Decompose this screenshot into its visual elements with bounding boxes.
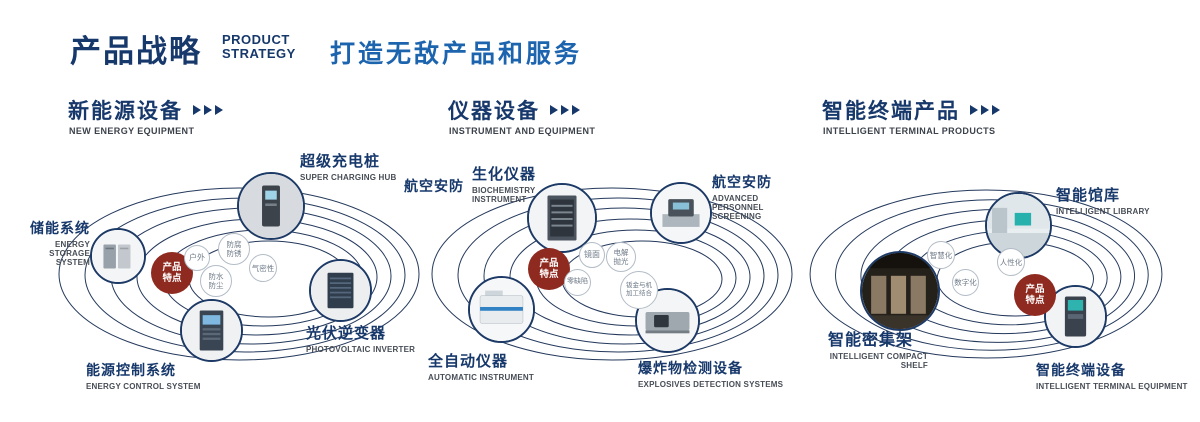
section-intelligent-title: 智能终端产品: [822, 95, 1003, 125]
label-terminal-equipment: 智能终端设备 INTELLIGENT TERMINAL EQUIPMENT: [1036, 362, 1188, 391]
bubble-electropolish: 电解抛光: [606, 242, 636, 272]
feature-badge-text: 产品特点: [1025, 283, 1045, 306]
bubble-anticorrosion: 防腐防锈: [218, 233, 250, 265]
page-title-english: PRODUCT STRATEGY: [222, 33, 296, 61]
section-instrument-title-text: 仪器设备: [448, 100, 540, 123]
bubble-outdoor: 户外: [184, 245, 210, 271]
label-energy-control: 能源控制系统 ENERGY CONTROL SYSTEM: [86, 362, 201, 391]
label-automatic-instrument: 全自动仪器 AUTOMATIC INSTRUMENT: [428, 353, 534, 382]
label-super-charging: 超级充电桩 SUPER CHARGING HUB: [300, 153, 397, 182]
node-energy-control-photo: [180, 299, 243, 362]
super-charging-image: [239, 174, 303, 238]
intelligent-library-image: [987, 194, 1050, 257]
page-title-english-line2: STRATEGY: [222, 46, 296, 61]
feature-badge-text: 产品特点: [162, 261, 182, 284]
automatic-instrument-image: [470, 278, 533, 341]
section-instrument-subtitle: INSTRUMENT AND EQUIPMENT: [449, 126, 596, 136]
node-energy-storage-photo: [90, 228, 146, 284]
node-super-charging-photo: [237, 172, 305, 240]
bubble-airtight: 气密性: [249, 254, 277, 282]
triple-arrow-icon: [193, 105, 226, 115]
triple-arrow-icon: [970, 105, 1003, 115]
feature-badge-intelligent: 产品特点: [1014, 274, 1056, 316]
pv-inverter-image: [311, 261, 370, 320]
feature-badge-text: 产品特点: [539, 257, 559, 280]
label-explosives-detection: 爆炸物检测设备 EXPLOSIVES DETECTION SYSTEMS: [638, 360, 784, 389]
label-biochemistry: 生化仪器 BIOCHEMISTRY INSTRUMENT: [472, 166, 537, 204]
label-compact-shelf: 智能密集架 INTELLIGENT COMPACT SHELF: [828, 332, 928, 370]
page-tagline: 打造无敌产品和服务: [330, 40, 583, 68]
node-personnel-screening-photo: [650, 182, 712, 244]
bubble-zero-defect: 零缺陷: [564, 269, 591, 296]
node-compact-shelf-photo: [860, 251, 940, 331]
page-title-english-line1: PRODUCT: [222, 32, 290, 47]
energy-control-image: [182, 301, 241, 360]
label-aviation-security-left: 航空安防: [404, 178, 464, 194]
label-personnel-screening: 航空安防 ADVANCED PERSONNEL SCREENING: [712, 174, 772, 221]
label-energy-storage: 储能系统 ENERGY STORAGE SYSTEM: [30, 220, 90, 267]
label-pv-inverter: 光伏逆变器 PHOTOVOLTAIC INVERTER: [306, 325, 416, 354]
biochemistry-image: [529, 185, 595, 251]
compact-shelf-image: [862, 253, 938, 329]
section-new-energy-title-text: 新能源设备: [68, 100, 183, 123]
bubble-humanization: 人性化: [997, 248, 1025, 276]
terminal-equipment-image: [1046, 287, 1105, 346]
bubble-waterproof: 防水防尘: [200, 265, 232, 297]
bubble-mirror-finish: 镜面: [579, 242, 605, 268]
triple-arrow-icon: [550, 105, 583, 115]
feature-badge-instrument: 产品特点: [528, 248, 570, 290]
node-pv-inverter-photo: [309, 259, 372, 322]
page-title: 产品战略: [70, 34, 202, 69]
section-intelligent-title-text: 智能终端产品: [822, 100, 960, 123]
bubble-sheetmetal-machining: 钣金与机加工结合: [620, 271, 658, 309]
node-terminal-equipment-photo: [1044, 285, 1107, 348]
personnel-screening-image: [652, 184, 710, 242]
section-new-energy-subtitle: NEW ENERGY EQUIPMENT: [69, 126, 195, 136]
energy-storage-image: [92, 230, 144, 282]
node-intelligent-library-photo: [985, 192, 1052, 259]
label-intelligent-library: 智能馆库 INTELLIGENT LIBRARY: [1056, 187, 1150, 216]
section-new-energy-title: 新能源设备: [68, 95, 226, 125]
section-intelligent-subtitle: INTELLIGENT TERMINAL PRODUCTS: [823, 126, 996, 136]
bubble-digitalization: 数字化: [952, 269, 979, 296]
section-instrument-title: 仪器设备: [448, 95, 583, 125]
node-automatic-instrument-photo: [468, 276, 535, 343]
bubble-smartization: 智慧化: [927, 241, 955, 269]
node-biochemistry-photo: [527, 183, 597, 253]
